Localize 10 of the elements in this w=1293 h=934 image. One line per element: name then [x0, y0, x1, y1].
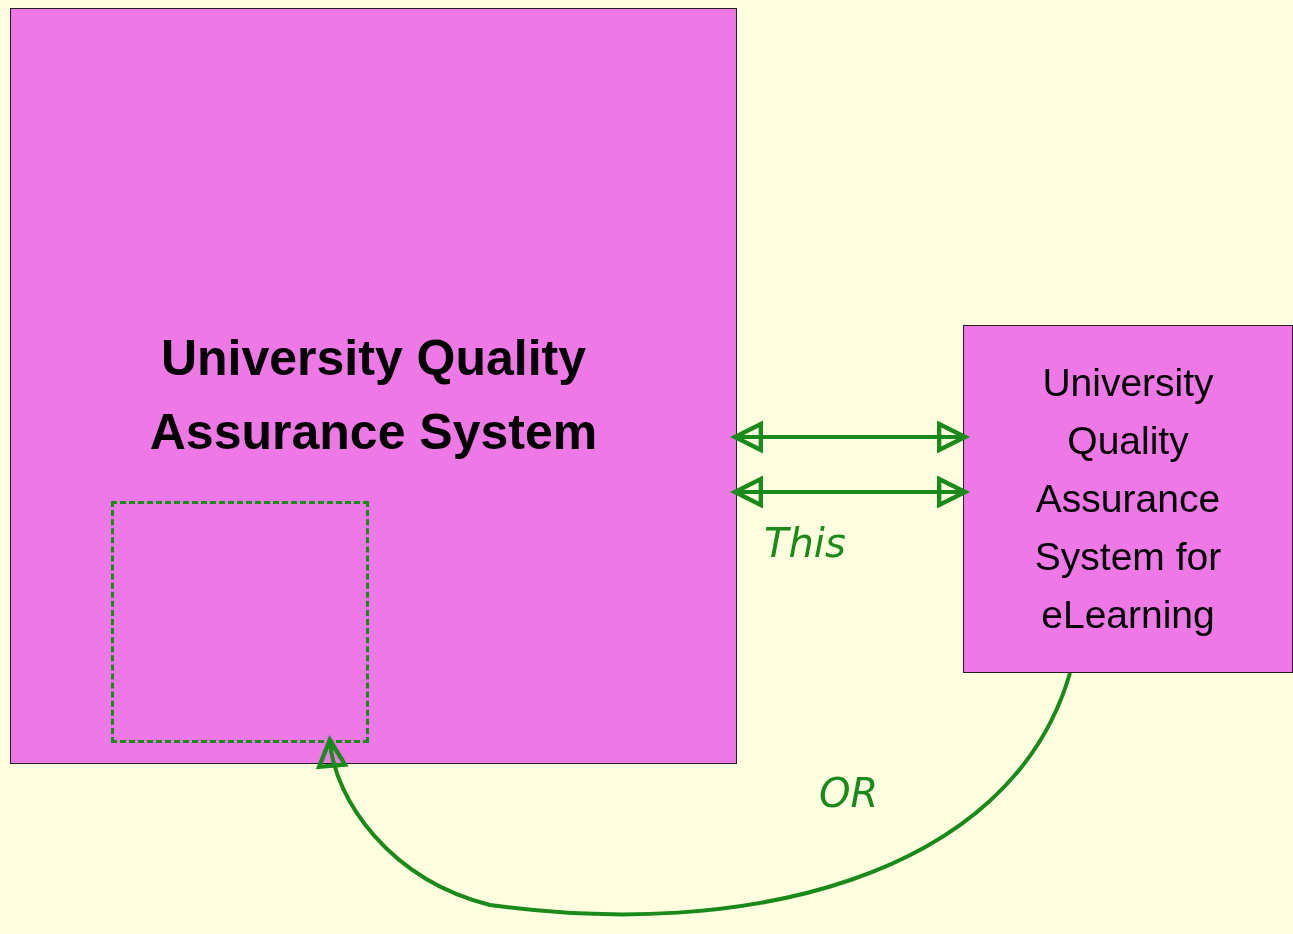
- arrow: [732, 476, 968, 508]
- system-box: [10, 8, 737, 764]
- box-title: University Quality Assurance System for eLearning: [1033, 360, 1223, 638]
- arrow: [318, 672, 1072, 917]
- edge-label: OR: [818, 770, 880, 816]
- box-title: University Quality Assurance System: [148, 329, 599, 462]
- edge-label: This: [763, 520, 847, 566]
- system-box: [963, 325, 1293, 673]
- arrow: [732, 421, 968, 453]
- dashed-box: [111, 501, 369, 743]
